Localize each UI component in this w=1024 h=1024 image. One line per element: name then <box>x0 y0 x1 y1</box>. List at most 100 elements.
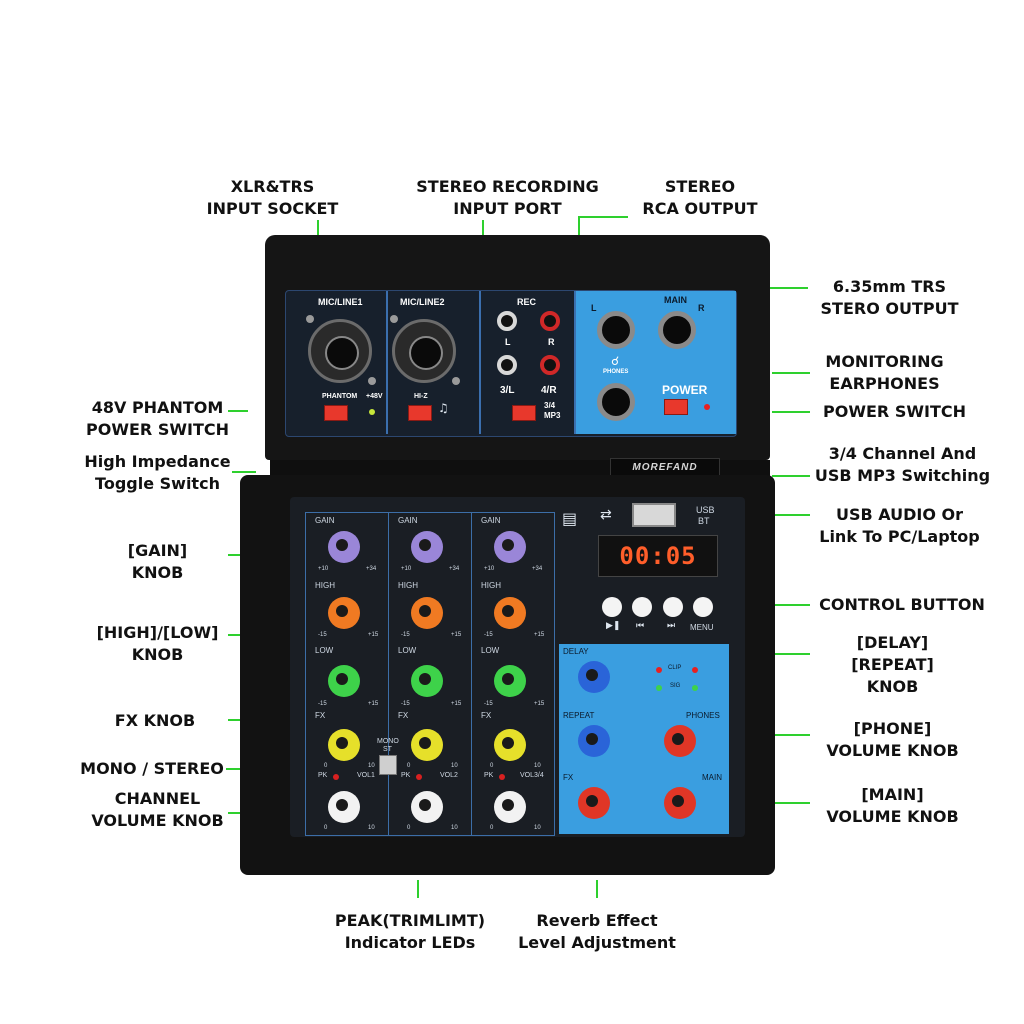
peak-led-1 <box>333 774 339 780</box>
label-delay: DELAY <box>563 647 589 656</box>
play-pause-button[interactable] <box>602 597 622 617</box>
rca-rec-l[interactable] <box>497 311 517 331</box>
label-pk-2: PK <box>401 772 411 779</box>
guitar-icon: ♫ <box>438 401 449 415</box>
leader-peak <box>417 880 419 898</box>
label-mp3: MP3 <box>544 411 561 420</box>
label-fx-1: FX <box>315 711 326 720</box>
xlr-input-1[interactable] <box>308 319 372 383</box>
leader-delay-repeat <box>772 653 810 655</box>
main-volume-knob[interactable] <box>664 787 696 819</box>
label-high-1: HIGH <box>315 581 335 590</box>
leader-phone-volume <box>772 734 810 736</box>
phones-volume-knob[interactable] <box>664 725 696 757</box>
label-main-r: R <box>698 303 705 313</box>
channel-34-strip <box>471 512 555 836</box>
rca-out-l[interactable] <box>497 355 517 375</box>
xlr-input-2[interactable] <box>392 319 456 383</box>
label-4r: 4/R <box>541 385 557 396</box>
label-sig: SIG <box>670 683 681 689</box>
headphones-icon: ☌ <box>611 354 620 368</box>
label-mono: MONO <box>377 738 399 745</box>
repeat-knob[interactable] <box>578 725 610 757</box>
trs-output-l[interactable] <box>597 311 635 349</box>
phones-jack[interactable] <box>597 383 635 421</box>
label-bt: BT <box>698 516 710 526</box>
gain-knob-2[interactable] <box>411 531 443 563</box>
gain-knob-3[interactable] <box>494 531 526 563</box>
label-hi-z: HI-Z <box>414 393 428 400</box>
label-gain-2: GAIN <box>398 516 418 525</box>
high-knob-2[interactable] <box>411 597 443 629</box>
trs-output-r[interactable] <box>658 311 696 349</box>
label-pk-1: PK <box>318 772 328 779</box>
play-pause-icon: ▶❚ <box>606 621 621 631</box>
fx-knob-1[interactable] <box>328 729 360 761</box>
next-button[interactable] <box>663 597 683 617</box>
leader-mono-stereo <box>226 768 248 770</box>
leader-stereo-recording <box>482 220 484 238</box>
rca-rec-r[interactable] <box>540 311 560 331</box>
label-low-3: LOW <box>481 646 500 655</box>
hi-z-button[interactable] <box>408 405 432 421</box>
gain-knob-1[interactable] <box>328 531 360 563</box>
leader-hi-z <box>232 471 256 473</box>
label-low-2: LOW <box>398 646 417 655</box>
fx-knob-2[interactable] <box>411 729 443 761</box>
next-icon: ⏭ <box>667 621 676 631</box>
leader-monitoring <box>772 372 810 374</box>
menu-button[interactable] <box>693 597 713 617</box>
volume-knob-34[interactable] <box>494 791 526 823</box>
mono-stereo-button[interactable] <box>379 755 397 775</box>
label-low-1: LOW <box>315 646 334 655</box>
power-button[interactable] <box>664 399 688 415</box>
prev-icon: ⏮ <box>636 621 645 631</box>
label-mic-line1: MIC/LINE1 <box>318 297 363 307</box>
fx-knob-3[interactable] <box>494 729 526 761</box>
label-vol1: VOL1 <box>357 772 375 779</box>
label-3l: 3/L <box>500 385 515 396</box>
usb-port[interactable] <box>632 503 676 527</box>
usb-icon: ⇄ <box>600 507 612 523</box>
low-knob-1[interactable] <box>328 665 360 697</box>
high-knob-1[interactable] <box>328 597 360 629</box>
prev-button[interactable] <box>632 597 652 617</box>
label-main-knob: MAIN <box>702 773 722 782</box>
label-repeat: REPEAT <box>563 711 595 720</box>
fx-level-knob[interactable] <box>578 787 610 819</box>
label-clip: CLIP <box>668 665 682 671</box>
label-power: POWER <box>662 383 708 397</box>
volume-knob-1[interactable] <box>328 791 360 823</box>
callout-peak: PEAK(TRIMLIMT)Indicator LEDs <box>334 911 486 952</box>
callout-phone-volume: [PHONE]VOLUME KNOB <box>826 719 959 760</box>
phantom-led <box>369 409 375 415</box>
delay-knob[interactable] <box>578 661 610 693</box>
label-r: R <box>548 337 555 347</box>
label-usb: USB <box>696 505 715 515</box>
leader-trs-output <box>762 287 808 289</box>
leader-high-low <box>228 634 248 636</box>
low-knob-2[interactable] <box>411 665 443 697</box>
leader-stereo-rca-h <box>578 216 628 218</box>
high-knob-3[interactable] <box>494 597 526 629</box>
label-vol34: VOL3/4 <box>520 772 544 779</box>
label-main-l: L <box>591 303 597 313</box>
label-phantom: PHANTOM <box>322 393 358 400</box>
low-knob-3[interactable] <box>494 665 526 697</box>
callout-power-switch: POWER SWITCH <box>823 402 966 421</box>
phantom-power-button[interactable] <box>324 405 348 421</box>
channel-34-mp3-switch[interactable] <box>512 405 536 421</box>
rca-out-r[interactable] <box>540 355 560 375</box>
label-34: 3/4 <box>544 401 556 410</box>
callout-control-button: CONTROL BUTTON <box>819 595 985 614</box>
volume-knob-2[interactable] <box>411 791 443 823</box>
callout-main-volume: [MAIN]VOLUME KNOB <box>826 785 959 826</box>
label-gain-1: GAIN <box>315 516 335 525</box>
